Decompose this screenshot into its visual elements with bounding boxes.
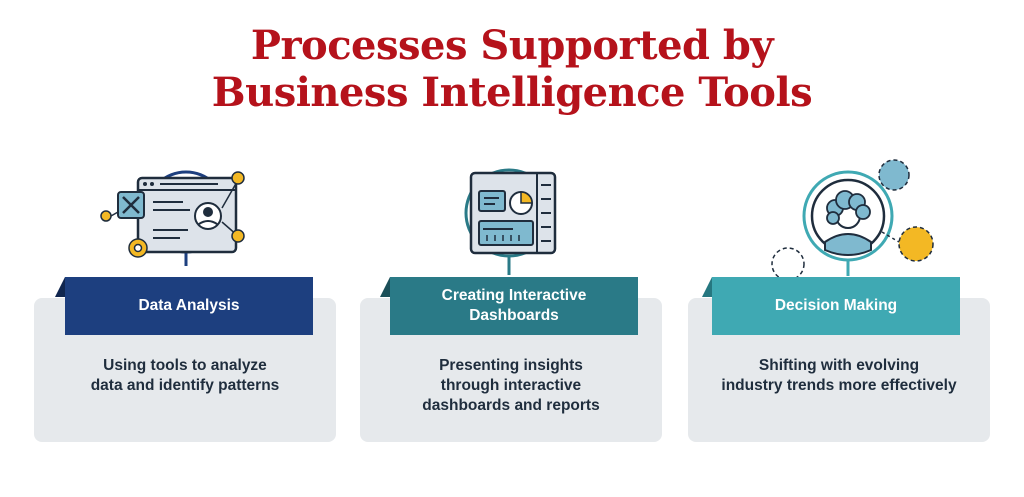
banner-label-line: Dashboards bbox=[469, 307, 559, 324]
description-line: data and identify patterns bbox=[90, 377, 280, 394]
description-line: Using tools to analyze bbox=[103, 357, 267, 374]
description-line: Presenting insights bbox=[439, 357, 583, 374]
person-network-icon bbox=[765, 152, 940, 282]
banner-label: Creating Interactive Dashboards bbox=[442, 286, 587, 326]
dashboard-panel-icon bbox=[455, 165, 565, 277]
card-description: Using tools to analyze data and identify… bbox=[34, 356, 336, 396]
description-line: through interactive bbox=[440, 377, 582, 394]
banner-fold bbox=[55, 277, 65, 297]
card-description: Shifting with evolving industry trends m… bbox=[688, 356, 990, 396]
banner-decision-making: Decision Making bbox=[712, 277, 960, 335]
banner-label: Decision Making bbox=[774, 297, 898, 314]
description-line: industry trends more effectively bbox=[721, 377, 957, 394]
analysis-window-icon bbox=[98, 160, 268, 270]
title-line-1: Processes Supported by bbox=[250, 22, 774, 69]
banner-fold bbox=[380, 277, 390, 297]
card-description: Presenting insights through interactive … bbox=[360, 356, 662, 416]
page-title: Processes Supported by Business Intellig… bbox=[0, 22, 1024, 116]
banner-label: Data Analysis bbox=[138, 297, 240, 314]
title-line-2: Business Intelligence Tools bbox=[211, 69, 813, 116]
banner-label-line: Creating Interactive bbox=[441, 287, 587, 304]
description-line: dashboards and reports bbox=[422, 397, 600, 414]
banner-interactive-dashboards: Creating Interactive Dashboards bbox=[390, 277, 638, 335]
description-line: Shifting with evolving bbox=[758, 357, 920, 374]
banner-fold bbox=[702, 277, 712, 297]
banner-data-analysis: Data Analysis bbox=[65, 277, 313, 335]
